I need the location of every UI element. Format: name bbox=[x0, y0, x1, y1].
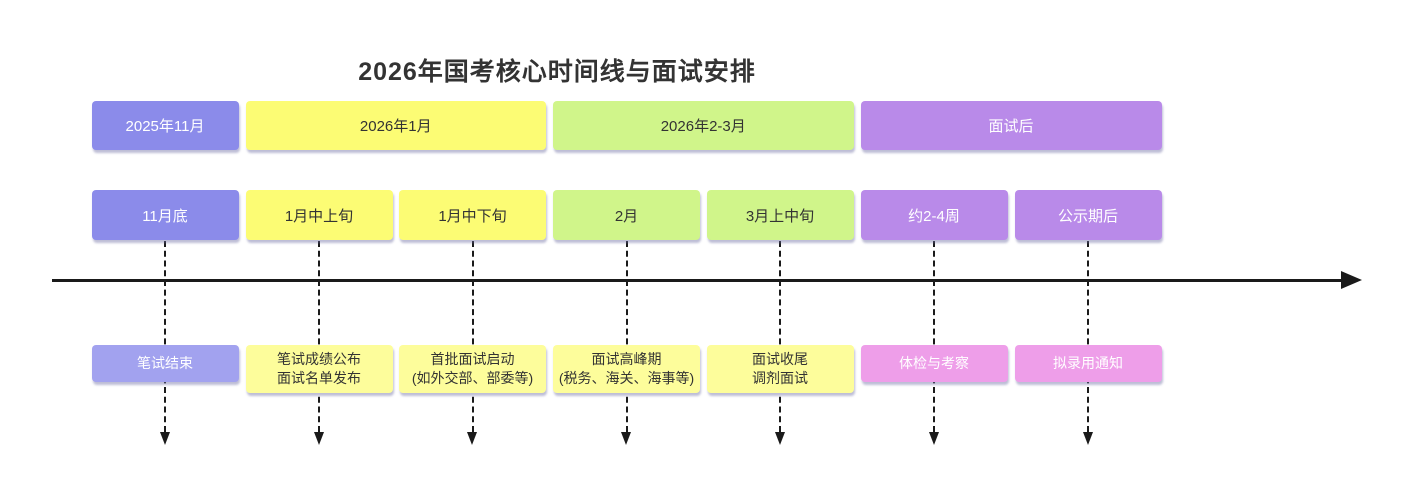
milestone-box-feb: 2月 bbox=[553, 190, 700, 240]
down-arrowhead-icon bbox=[467, 432, 477, 445]
milestone-box-mid-early-jan: 1月中上旬 bbox=[245, 190, 393, 240]
event-box-first-interviews: 首批面试启动 (如外交部、部委等) bbox=[399, 345, 546, 393]
period-box-post-interview: 面试后 bbox=[860, 101, 1162, 150]
timeline-axis bbox=[52, 279, 1344, 282]
event-box-written-exam-end: 笔试结束 bbox=[91, 345, 239, 382]
dashed-connector bbox=[933, 241, 935, 432]
period-box-2025-11: 2025年11月 bbox=[91, 101, 239, 150]
event-box-interview-wrapup: 面试收尾 调剂面试 bbox=[706, 345, 854, 393]
event-box-results-published: 笔试成绩公布 面试名单发布 bbox=[245, 345, 393, 393]
period-box-2026-02-03: 2026年2-3月 bbox=[553, 101, 854, 150]
dashed-connector bbox=[318, 241, 320, 432]
down-arrowhead-icon bbox=[313, 432, 324, 445]
dashed-connector bbox=[625, 241, 628, 432]
event-box-medical-inspection: 体检与考察 bbox=[860, 345, 1008, 382]
milestone-box-mid-late-jan: 1月中下旬 bbox=[399, 190, 546, 240]
dashed-connector bbox=[779, 241, 781, 432]
dashed-connector bbox=[1087, 241, 1089, 432]
dashed-connector bbox=[164, 241, 166, 432]
timeline-axis-arrowhead-icon bbox=[1341, 271, 1362, 289]
down-arrowhead-icon bbox=[621, 432, 631, 445]
milestone-box-nov-end: 11月底 bbox=[91, 190, 239, 240]
diagram-title: 2026年国考核心时间线与面试安排 bbox=[358, 58, 756, 86]
down-arrowhead-icon bbox=[774, 432, 785, 445]
down-arrowhead-icon bbox=[159, 432, 170, 445]
dashed-connector bbox=[471, 241, 474, 432]
milestone-box-after-publicity: 公示期后 bbox=[1014, 190, 1162, 240]
down-arrowhead-icon bbox=[928, 432, 939, 445]
event-box-hiring-notice: 拟录用通知 bbox=[1014, 345, 1162, 382]
event-box-interview-peak: 面试高峰期 (税务、海关、海事等) bbox=[553, 345, 700, 393]
milestone-box-early-mid-mar: 3月上中旬 bbox=[706, 190, 854, 240]
down-arrowhead-icon bbox=[1082, 432, 1093, 445]
milestone-box-2-4-weeks: 约2-4周 bbox=[860, 190, 1008, 240]
period-box-2026-01: 2026年1月 bbox=[245, 101, 546, 150]
